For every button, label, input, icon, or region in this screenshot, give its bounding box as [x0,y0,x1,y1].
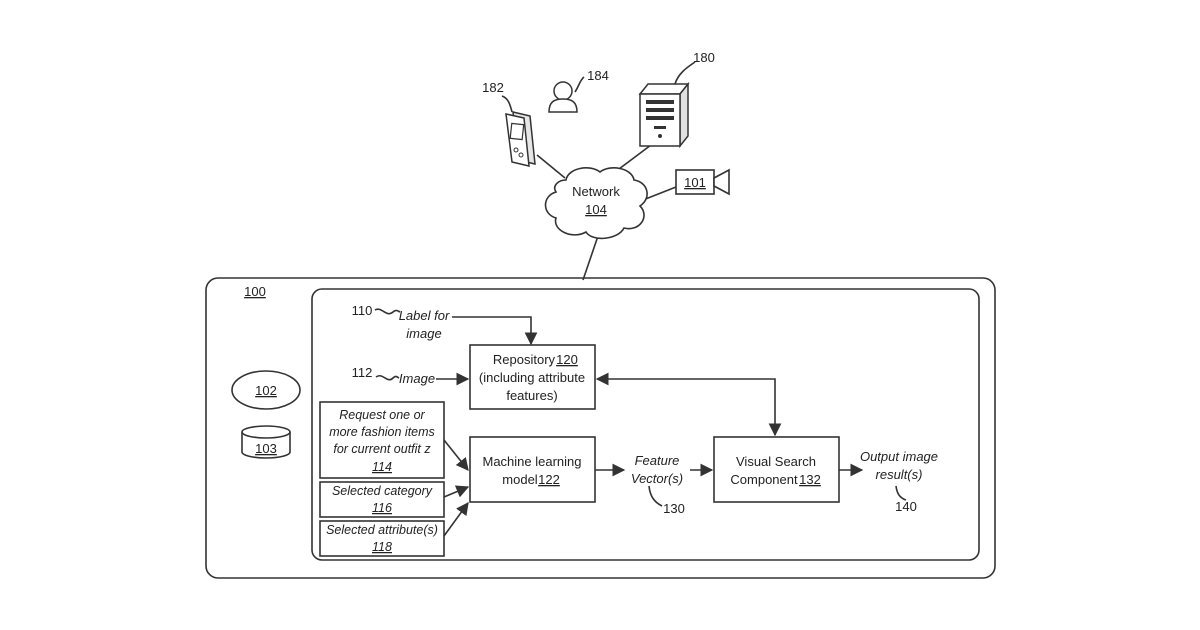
attribute-label: Selected attribute(s) [326,523,438,537]
link-network-system [583,236,598,280]
image-input-label: Image [399,371,435,386]
output-line1: Output image [860,449,938,464]
component-102-ref: 102 [255,383,277,398]
arrow-attribute-to-model [444,503,468,536]
arrow-label-to-repository [452,317,531,344]
ref-leader-112 [376,376,399,380]
request-line3: for current outfit z [333,442,431,456]
ref-110: 110 [352,303,373,318]
ref-leader-184 [575,77,584,92]
camera-ref: 101 [684,175,706,190]
request-line1: Request one or [339,408,425,422]
ref-182: 182 [482,80,504,95]
ref-leader-130 [649,486,662,506]
output-line2: result(s) [876,467,923,482]
feature-vector-line1: Feature [635,453,680,468]
ml-model-box [470,437,595,502]
visual-search-box [714,437,839,502]
ml-model-line2: model [502,472,538,487]
repository-ref: 120 [556,352,578,367]
arrow-repository-visual-search [597,379,775,435]
ref-leader-180 [675,62,695,84]
ref-130: 130 [663,501,685,516]
ref-leader-182 [502,96,512,112]
link-mobile-network [537,155,565,178]
ref-184: 184 [587,68,609,83]
ml-model-line1: Machine learning [482,454,581,469]
ref-140: 140 [895,499,917,514]
user-icon [549,82,577,112]
request-line2: more fashion items [329,425,435,439]
feature-vector-line2: Vector(s) [631,471,683,486]
ml-model-ref: 122 [538,472,560,487]
repository-line1: Repository [493,352,556,367]
visual-search-line1: Visual Search [736,454,816,469]
attribute-ref: 118 [372,540,392,554]
network-ref: 104 [585,202,607,217]
label-for-image-line1: Label for [399,308,450,323]
mobile-device-icon [506,112,535,166]
network-label: Network [572,184,620,199]
ref-180: 180 [693,50,715,65]
repository-line3: features) [506,388,557,403]
visual-search-ref: 132 [799,472,821,487]
arrow-category-to-model [444,487,468,497]
visual-search-line2: Component [730,472,798,487]
database-ref: 103 [255,441,277,456]
repository-line2: (including attribute [479,370,585,385]
label-for-image-line2: image [406,326,441,341]
server-icon [640,84,688,146]
ref-leader-110 [375,309,400,314]
arrow-request-to-model [444,440,468,470]
request-ref: 114 [372,460,392,474]
system-ref: 100 [244,284,266,299]
ref-112: 112 [352,365,373,380]
category-label: Selected category [332,484,433,498]
category-ref: 116 [372,501,392,515]
ref-leader-140 [896,486,906,500]
